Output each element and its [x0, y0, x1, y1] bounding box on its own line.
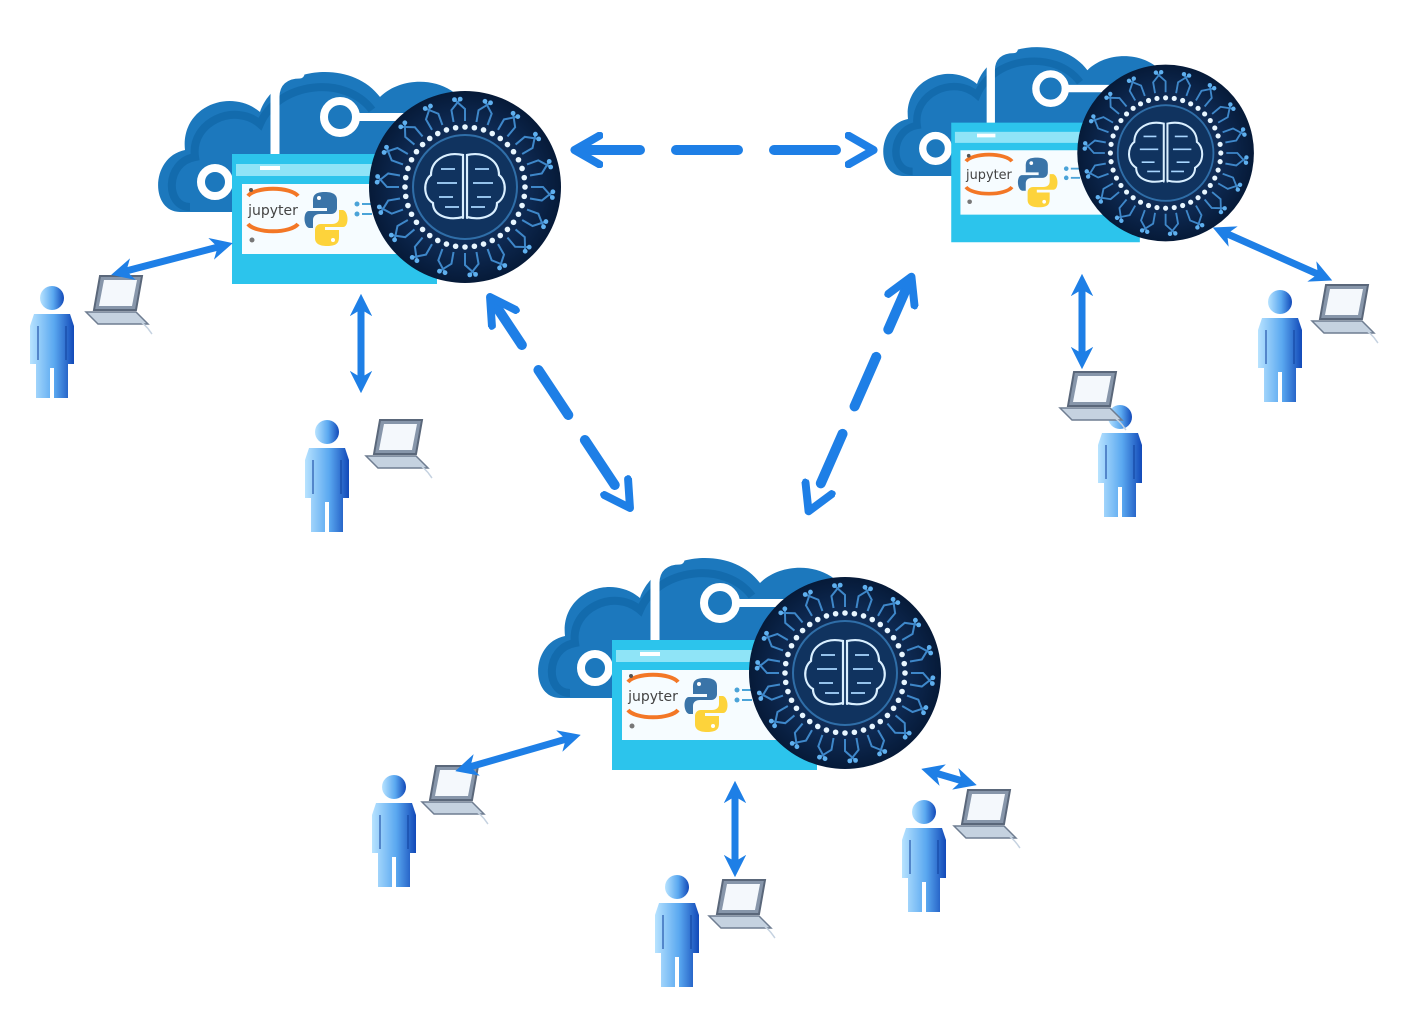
bidirectional-arrow-icon — [921, 764, 977, 790]
bidirectional-arrow-icon — [111, 237, 233, 281]
brain-icon — [424, 153, 506, 220]
bidirectional-arrow-icon — [1212, 226, 1333, 282]
user-with-laptop — [305, 419, 433, 532]
cloud-nodes: jupyter jupyter jupyter — [158, 44, 1254, 770]
connections — [111, 150, 1333, 878]
user-with-laptop — [30, 275, 153, 398]
jupyter-label: jupyter — [247, 203, 298, 219]
laptop-icon — [84, 275, 153, 335]
user-icon — [305, 420, 349, 532]
laptop-icon — [952, 789, 1021, 849]
bidirectional-arrow-icon — [455, 730, 581, 776]
ai-brain-circuit-icon — [1077, 64, 1254, 242]
brain-icon — [1128, 121, 1204, 183]
users — [30, 275, 1379, 987]
ai-brain-circuit-icon — [749, 577, 941, 769]
python-logo-icon — [304, 192, 348, 246]
cloud-node-top-left: jupyter — [158, 69, 561, 284]
user-with-laptop — [1258, 284, 1379, 402]
laptop-icon — [420, 765, 489, 825]
notebook-window-icon: jupyter — [232, 154, 437, 284]
user-with-laptop — [372, 765, 489, 887]
user-icon — [1258, 290, 1302, 402]
python-logo-icon — [1017, 157, 1058, 208]
laptop-icon — [1058, 371, 1127, 431]
user-with-laptop — [1058, 371, 1142, 517]
bidirectional-arrow-icon — [492, 300, 628, 505]
brain-icon — [804, 639, 886, 706]
jupyter-label: jupyter — [627, 689, 678, 705]
bidirectional-arrow-icon — [810, 280, 910, 508]
user-icon — [30, 286, 74, 398]
laptop-icon — [707, 879, 776, 939]
user-icon — [372, 775, 416, 887]
cloud-node-bottom: jupyter — [538, 555, 941, 770]
user-icon — [655, 875, 699, 987]
user-icon — [902, 800, 946, 912]
laptop-icon — [364, 419, 433, 479]
cloud-node-top-right: jupyter — [883, 44, 1254, 243]
python-logo-icon — [684, 678, 728, 732]
user-with-laptop — [902, 789, 1021, 912]
laptop-icon — [1310, 284, 1379, 344]
jupyter-label: jupyter — [965, 168, 1012, 183]
ai-brain-circuit-icon — [369, 91, 561, 283]
user-with-laptop — [655, 875, 776, 987]
